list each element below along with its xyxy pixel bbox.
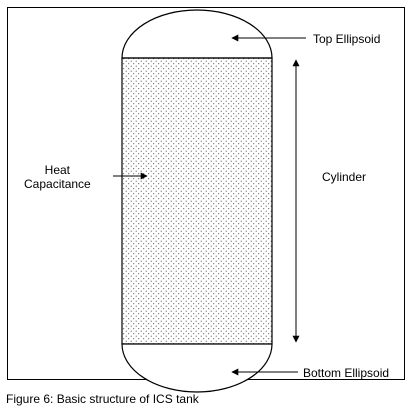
bottom-ellipsoid-label: Bottom Ellipsoid: [303, 366, 390, 380]
top-ellipsoid-label: Top Ellipsoid: [313, 32, 381, 46]
bottom-ellipsoid-shape: [121, 343, 273, 393]
cylinder-shape: [121, 57, 273, 345]
top-ellipsoid-shape: [121, 9, 273, 59]
cylinder-label: Cylinder: [322, 170, 367, 184]
figure-caption: Figure 6: Basic structure of ICS tank: [6, 392, 199, 406]
heat-label-line1: Heat: [44, 163, 71, 177]
heat-capacitance-label: Heat Capacitance: [24, 163, 91, 191]
heat-label-line2: Capacitance: [24, 177, 91, 191]
